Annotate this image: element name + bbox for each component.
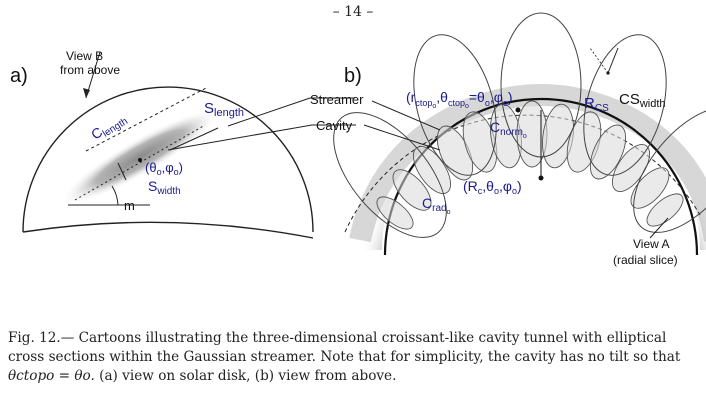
center-point-a [138,158,142,162]
panel-a: a) View B from above Clength Slength (θo [10,49,314,239]
panel-a-label: a) [10,65,28,87]
r-cs-label: RCS [584,95,609,114]
c-norm-label: Cnormo [490,119,527,140]
view-a-line1: View A [633,237,669,251]
caption-line-3-rest: (a) view on solar disk, (b) view from ab… [94,368,397,384]
streamer-label: Streamer [310,92,364,107]
tilt-m-label: m [124,198,135,213]
svg-text:Clength: Clength [88,109,130,145]
length-dashed-line [85,86,209,152]
view-b-line2: from above [60,63,120,77]
ctop-point [515,107,521,113]
solar-disk-outline [22,86,314,233]
center-point-b [538,175,544,181]
cavity-label: Cavity [316,118,353,133]
panel-b-label: b) [344,65,362,87]
c-rad-label: Crado [422,195,451,216]
center-dotted-line [74,124,206,201]
c-length-label: Clength [88,109,130,145]
caption-line-2: cross sections within the Gaussian strea… [8,349,681,365]
view-a-pointer [649,217,669,239]
cavity-cross-sections [376,100,684,230]
center-coords-b: (Rc,θo,φo) [463,178,522,196]
streamer-pointer [371,100,441,131]
s-length-arrow [169,127,219,151]
cavity-pointer [363,124,441,151]
caption-line-3: θctopo = θo. (a) view on solar disk, (b)… [8,367,698,386]
dashed-center-path [344,114,701,233]
horizon-line [22,221,314,239]
cs-width-label: CSwidth [619,91,666,110]
figure-caption: Fig. 12.— Cartoons illustrating the thre… [8,329,698,386]
page-number: – 14 – [332,4,374,20]
view-b-line1: View B [66,49,103,63]
center-coords-a: (θo,φo) [145,160,183,177]
panel-b: b) [167,12,706,267]
s-width-label: Swidth [148,178,181,197]
caption-line-1: Fig. 12.— Cartoons illustrating the thre… [8,330,667,346]
width-tick [117,162,127,181]
ctop-coords-label: (rctopo,θctopo=θo,φo) [406,89,513,110]
figure-cartoons: a) View B from above Clength Slength (θo [10,12,706,267]
s-length-label: Slength [204,100,244,119]
tilt-arc [111,185,119,206]
streamer-band-a [59,108,221,206]
view-a-line2: (radial slice) [613,253,678,267]
caption-math: θctopo = θo. [8,368,95,384]
